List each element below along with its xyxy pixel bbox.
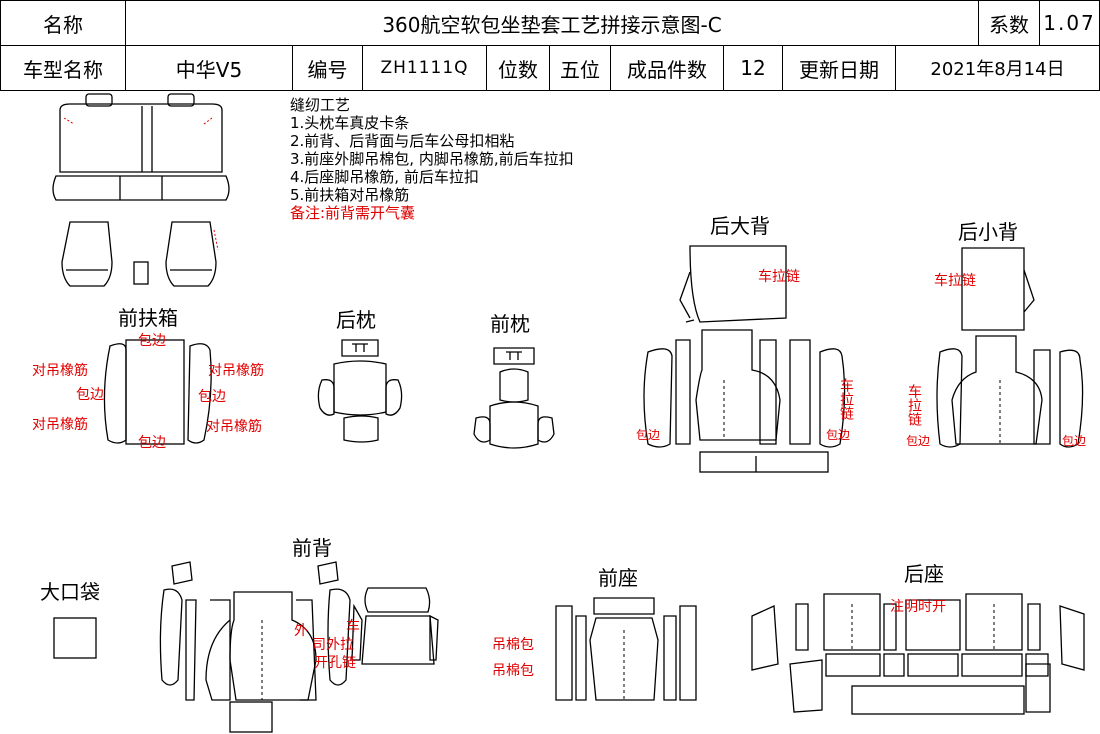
label-rear-seat: 后座 [904, 562, 944, 586]
label-rear-small-back: 后小背 [958, 220, 1018, 244]
label-front-seat: 前座 [598, 566, 638, 590]
note-hem: 包边 [198, 389, 226, 405]
label-rear-big-back: 后大背 [710, 214, 770, 238]
label-big-pocket: 大口袋 [40, 580, 100, 604]
code-value: ZH1111Q [362, 45, 487, 91]
note-outer: 外 [294, 623, 308, 639]
notes-item: 2.前背、后背面与后车公母扣相粘 [290, 132, 515, 150]
rear-seat-overview [52, 93, 230, 201]
front-seats-overview [61, 221, 219, 287]
front-seat-pieces [555, 597, 697, 701]
pieces-label: 成品件数 [610, 45, 724, 91]
note-zipper-vertical: 车拉链 [906, 384, 922, 426]
rear-headrest-pieces [317, 339, 403, 443]
rear-small-back-pieces [936, 247, 1084, 448]
note-elastic-pair: 对吊橡筋 [32, 417, 88, 433]
label-rear-headrest: 后枕 [336, 308, 376, 332]
note-outer-pull: 司外拉 [312, 637, 354, 653]
notes-item: 1.头枕车真皮卡条 [290, 114, 410, 132]
notes-item: 3.前座外脚吊棉包, 内脚吊橡筋,前后车拉扣 [290, 150, 574, 168]
label-front-back: 前背 [292, 536, 332, 560]
armrest-pieces [103, 339, 212, 445]
note-hem: 包边 [1062, 434, 1087, 448]
notes-item: 5.前扶箱对吊橡筋 [290, 186, 410, 204]
date-label: 更新日期 [782, 45, 896, 91]
seats-label: 位数 [486, 45, 550, 91]
note-zipper: 车拉链 [934, 273, 976, 289]
header-table: 名称 360航空软包坐垫套工艺拼接示意图-C 系数 1.07 车型名称 中华V5… [0, 0, 1100, 92]
note-zipper: 车拉链 [758, 269, 800, 285]
notes-remark: 备注:前背需开气囊 [290, 204, 416, 222]
model-value: 中华V5 [125, 45, 293, 91]
note-elastic-pair: 对吊橡筋 [208, 363, 264, 379]
note-hem: 包边 [138, 435, 166, 451]
front-headrest-pieces [473, 347, 555, 449]
date-value: 2021年8月14日 [895, 45, 1100, 91]
front-back-pieces [159, 561, 439, 733]
note-hem: 包边 [906, 434, 931, 448]
notes-item: 4.后座脚吊橡筋, 前后车拉扣 [290, 168, 479, 186]
sewing-notes: 缝纫工艺 1.头枕车真皮卡条 2.前背、后背面与后车公母扣相粘 3.前座外脚吊棉… [290, 96, 574, 222]
note-car: 车 [346, 619, 360, 635]
pieces-value: 12 [723, 45, 783, 91]
rear-big-back-pieces [643, 245, 846, 473]
coef-value: 1.07 [1039, 0, 1100, 46]
note-cotton-bag: 吊棉包 [492, 663, 534, 679]
note-zipper-vertical: 车拉链 [838, 378, 854, 420]
note-open-chain: 开孔链 [314, 655, 356, 671]
rear-seat-pieces [751, 593, 1085, 715]
pattern-drawing [52, 93, 1085, 733]
note-elastic-pair: 对吊橡筋 [32, 363, 88, 379]
note-hem: 包边 [826, 428, 851, 442]
big-pocket-piece [53, 617, 97, 659]
note-cotton-bag: 吊棉包 [492, 637, 534, 653]
diagram-title: 360航空软包坐垫套工艺拼接示意图-C [125, 0, 979, 46]
model-label: 车型名称 [0, 45, 126, 91]
name-label: 名称 [0, 0, 126, 46]
note-time: 注明时开 [890, 599, 946, 615]
note-elastic-pair: 对吊橡筋 [206, 419, 262, 435]
label-armrest: 前扶箱 [118, 306, 178, 330]
label-front-headrest: 前枕 [490, 312, 530, 336]
notes-heading: 缝纫工艺 [290, 96, 351, 114]
seats-value: 五位 [549, 45, 611, 91]
coef-label: 系数 [978, 0, 1040, 46]
note-hem: 包边 [76, 387, 104, 403]
note-hem: 包边 [636, 428, 661, 442]
note-hem: 包边 [138, 333, 166, 349]
code-label: 编号 [292, 45, 363, 91]
